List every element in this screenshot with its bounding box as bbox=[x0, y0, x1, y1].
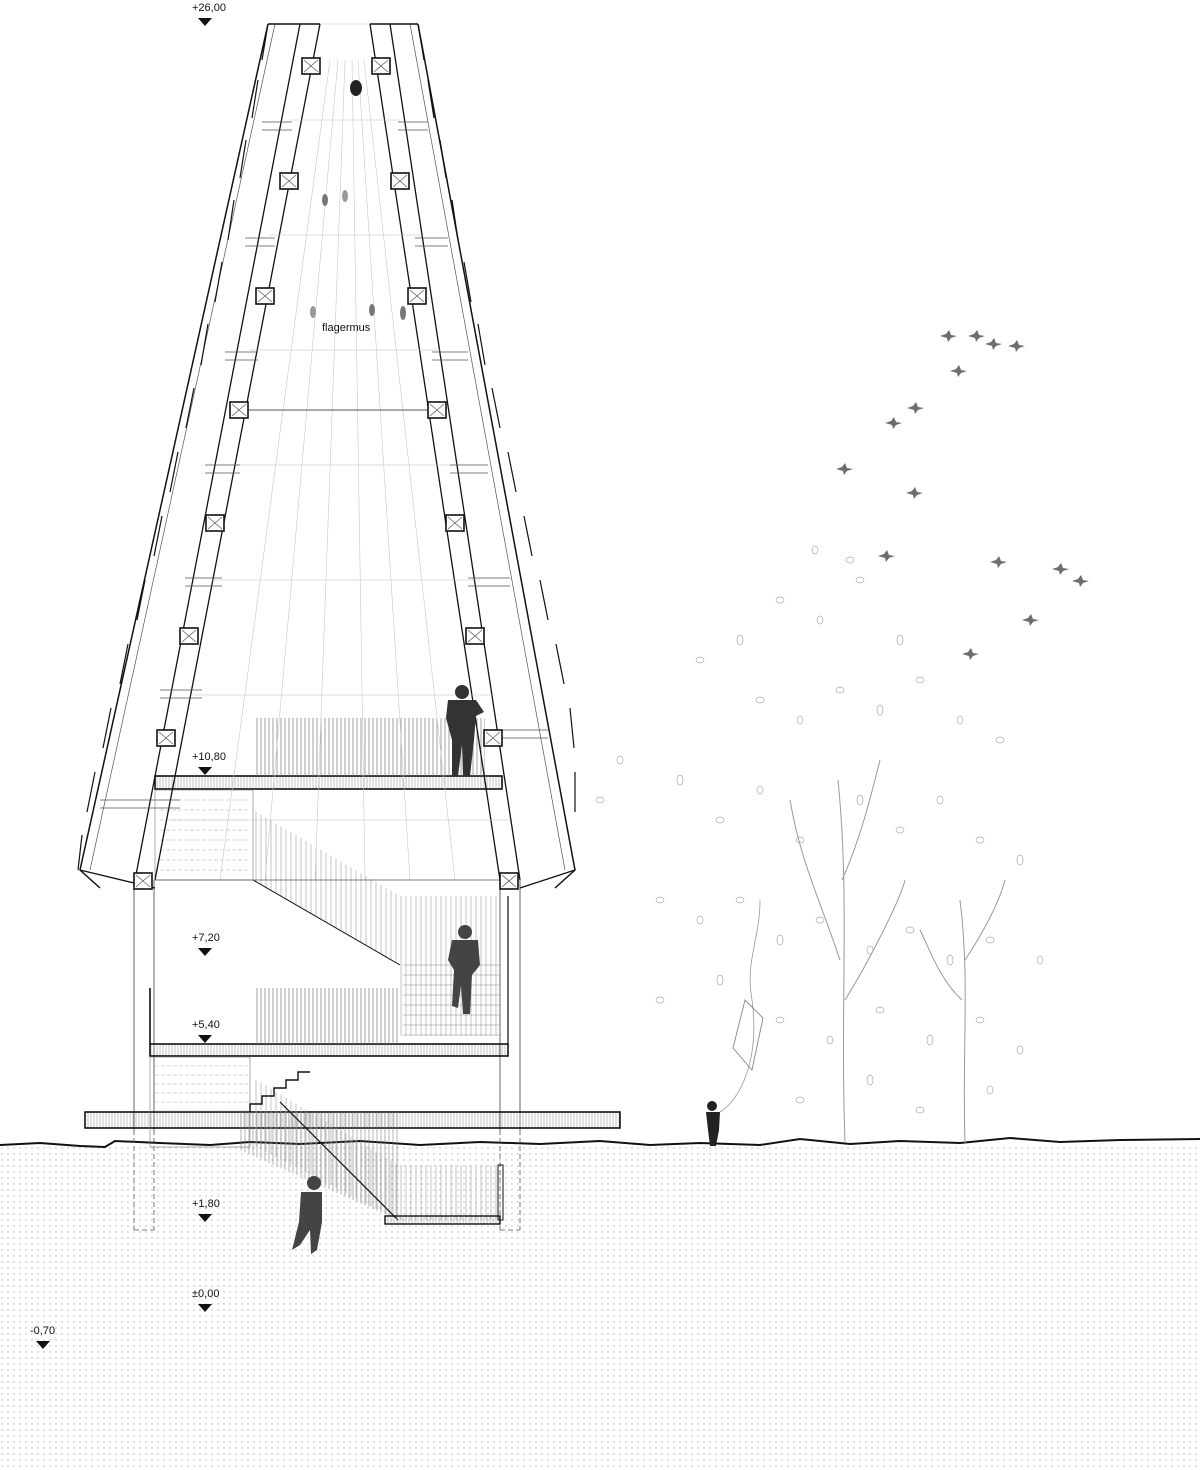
level-label: +5,40 bbox=[192, 1019, 220, 1031]
person-lower-stair bbox=[292, 1176, 322, 1254]
level-label: -0,70 bbox=[30, 1325, 56, 1337]
platform-10-80 bbox=[154, 718, 503, 790]
level-triangle-icon bbox=[198, 1214, 212, 1222]
level-triangle-icon bbox=[36, 1341, 50, 1349]
platform-5-40 bbox=[149, 896, 509, 1057]
level-triangle-icon bbox=[198, 18, 212, 26]
child-with-kite bbox=[706, 899, 764, 1146]
lower-stair bbox=[149, 1056, 504, 1225]
ground bbox=[0, 1136, 1200, 1470]
level-triangle-icon bbox=[198, 948, 212, 956]
level-triangle-icon bbox=[198, 1035, 212, 1043]
person-top-platform bbox=[446, 685, 484, 776]
level-label: +1,80 bbox=[192, 1198, 220, 1210]
trees bbox=[789, 759, 1006, 1144]
level-triangle-icon bbox=[198, 767, 212, 775]
level-label: +26,00 bbox=[192, 2, 226, 14]
level-label: ±0,00 bbox=[192, 1288, 220, 1300]
foundation-piles bbox=[133, 1130, 521, 1231]
tree-leaves bbox=[595, 545, 1044, 1114]
bats-label: flagermus bbox=[322, 322, 371, 334]
level-label: +10,80 bbox=[192, 751, 226, 763]
birds bbox=[836, 330, 1089, 660]
bats bbox=[310, 80, 406, 320]
level-triangle-icon bbox=[198, 1304, 212, 1312]
upper-stair bbox=[154, 789, 500, 1036]
person-mid-stair bbox=[448, 925, 480, 1014]
level-label: +7,20 bbox=[192, 932, 220, 944]
